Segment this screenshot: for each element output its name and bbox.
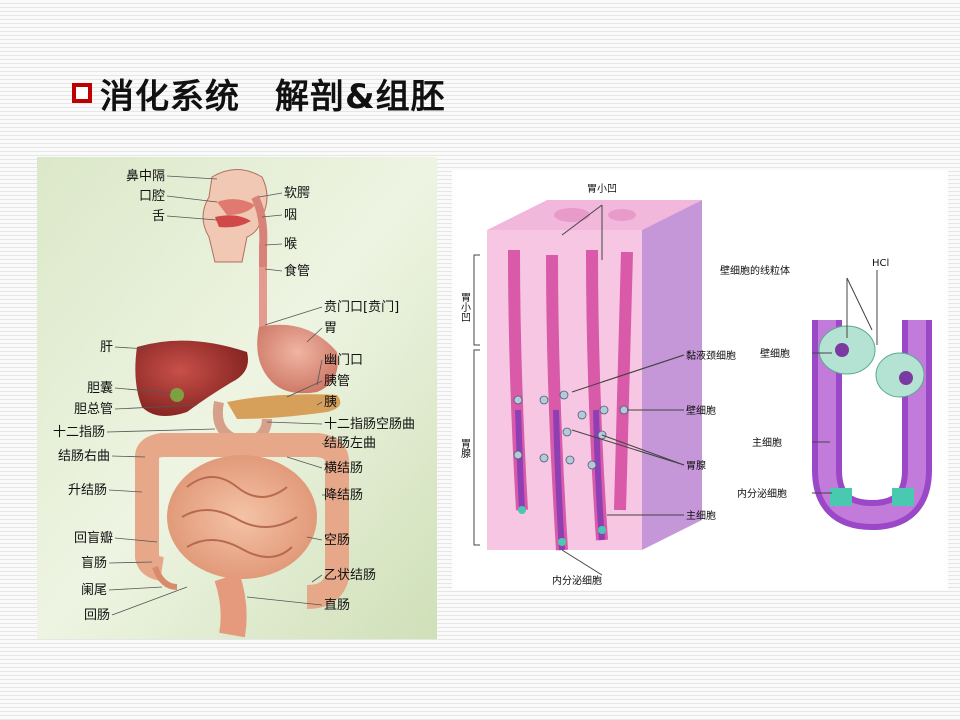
label-hcl: HCl bbox=[872, 258, 889, 269]
label-ileum: 回肠 bbox=[84, 608, 110, 623]
slide-title-row: 消化系统 解剖&组胚 bbox=[72, 70, 446, 117]
label-mucous-neck-cell: 黏液颈细胞 bbox=[686, 349, 736, 362]
label-cecum: 盲肠 bbox=[81, 555, 107, 571]
label-liver: 肝 bbox=[100, 340, 113, 355]
label-parietal-cell: 壁细胞 bbox=[686, 404, 716, 417]
label-duodenojejunal-flexure: 十二指肠空肠曲 bbox=[324, 417, 415, 432]
label-gastric-pit-side: 胃小凹 bbox=[459, 292, 471, 322]
label-rectum: 直肠 bbox=[324, 598, 350, 613]
label-jejunum: 空肠 bbox=[324, 533, 350, 548]
label-nasal-septum: 鼻中隔 bbox=[126, 168, 165, 184]
label-esophagus: 食管 bbox=[284, 263, 310, 279]
label-gastric-pit-top: 胃小凹 bbox=[587, 183, 617, 195]
label-tongue: 舌 bbox=[152, 209, 165, 224]
label-appendix: 阑尾 bbox=[81, 583, 107, 598]
gastric-gland-figure: 胃小凹 胃小凹 胃腺 黏液颈细胞 壁细胞 胃腺 主细胞 内分泌细胞 壁细胞的线粒… bbox=[452, 170, 948, 590]
label-gastric-gland: 胃腺 bbox=[686, 459, 706, 472]
label-pancreas: 胰 bbox=[324, 395, 337, 410]
label-endocrine-cell: 内分泌细胞 bbox=[552, 574, 602, 587]
label-left-colic-flexure: 结肠左曲 bbox=[324, 436, 376, 451]
label-pharynx: 咽 bbox=[284, 208, 297, 223]
label-chief-cell-right: 主细胞 bbox=[752, 436, 782, 449]
label-ileocecal-valve: 回盲瓣 bbox=[74, 530, 113, 546]
gastric-gland-illustration: 胃小凹 胃小凹 胃腺 黏液颈细胞 壁细胞 胃腺 主细胞 内分泌细胞 壁细胞的线粒… bbox=[452, 170, 948, 590]
label-stomach: 胃 bbox=[324, 321, 337, 336]
label-pylorus: 幽门口 bbox=[324, 353, 363, 368]
label-larynx: 喉 bbox=[284, 237, 297, 252]
digestive-system-illustration: 鼻中隔 口腔 舌 肝 胆囊 胆总管 十二指肠 结肠右曲 升结肠 回盲瓣 盲肠 阑… bbox=[37, 157, 437, 639]
square-bullet-icon bbox=[72, 83, 92, 103]
label-parietal-cell-right: 壁细胞 bbox=[760, 347, 790, 360]
label-chief-cell: 主细胞 bbox=[686, 509, 716, 522]
label-endocrine-cell-right: 内分泌细胞 bbox=[737, 487, 787, 500]
label-ascending-colon: 升结肠 bbox=[68, 483, 107, 498]
label-pancreatic-duct: 胰管 bbox=[324, 374, 350, 389]
label-parietal-mitochondria: 壁细胞的线粒体 bbox=[720, 264, 790, 277]
slide-title: 消化系统 解剖&组胚 bbox=[100, 76, 446, 117]
label-sigmoid-colon: 乙状结肠 bbox=[324, 568, 376, 583]
label-gallbladder: 胆囊 bbox=[87, 380, 113, 396]
label-duodenum: 十二指肠 bbox=[53, 425, 105, 440]
label-soft-palate: 软腭 bbox=[284, 186, 310, 201]
label-gastric-gland-side: 胃腺 bbox=[459, 438, 471, 459]
label-transverse-colon: 横结肠 bbox=[324, 461, 363, 476]
label-cardia: 贲门口[贲门] bbox=[324, 300, 399, 315]
label-right-colic-flexure: 结肠右曲 bbox=[58, 449, 110, 464]
label-oral-cavity: 口腔 bbox=[139, 189, 165, 204]
digestive-system-figure: 鼻中隔 口腔 舌 肝 胆囊 胆总管 十二指肠 结肠右曲 升结肠 回盲瓣 盲肠 阑… bbox=[37, 157, 437, 639]
label-descending-colon: 降结肠 bbox=[324, 488, 363, 503]
label-common-bile-duct: 胆总管 bbox=[74, 402, 113, 417]
